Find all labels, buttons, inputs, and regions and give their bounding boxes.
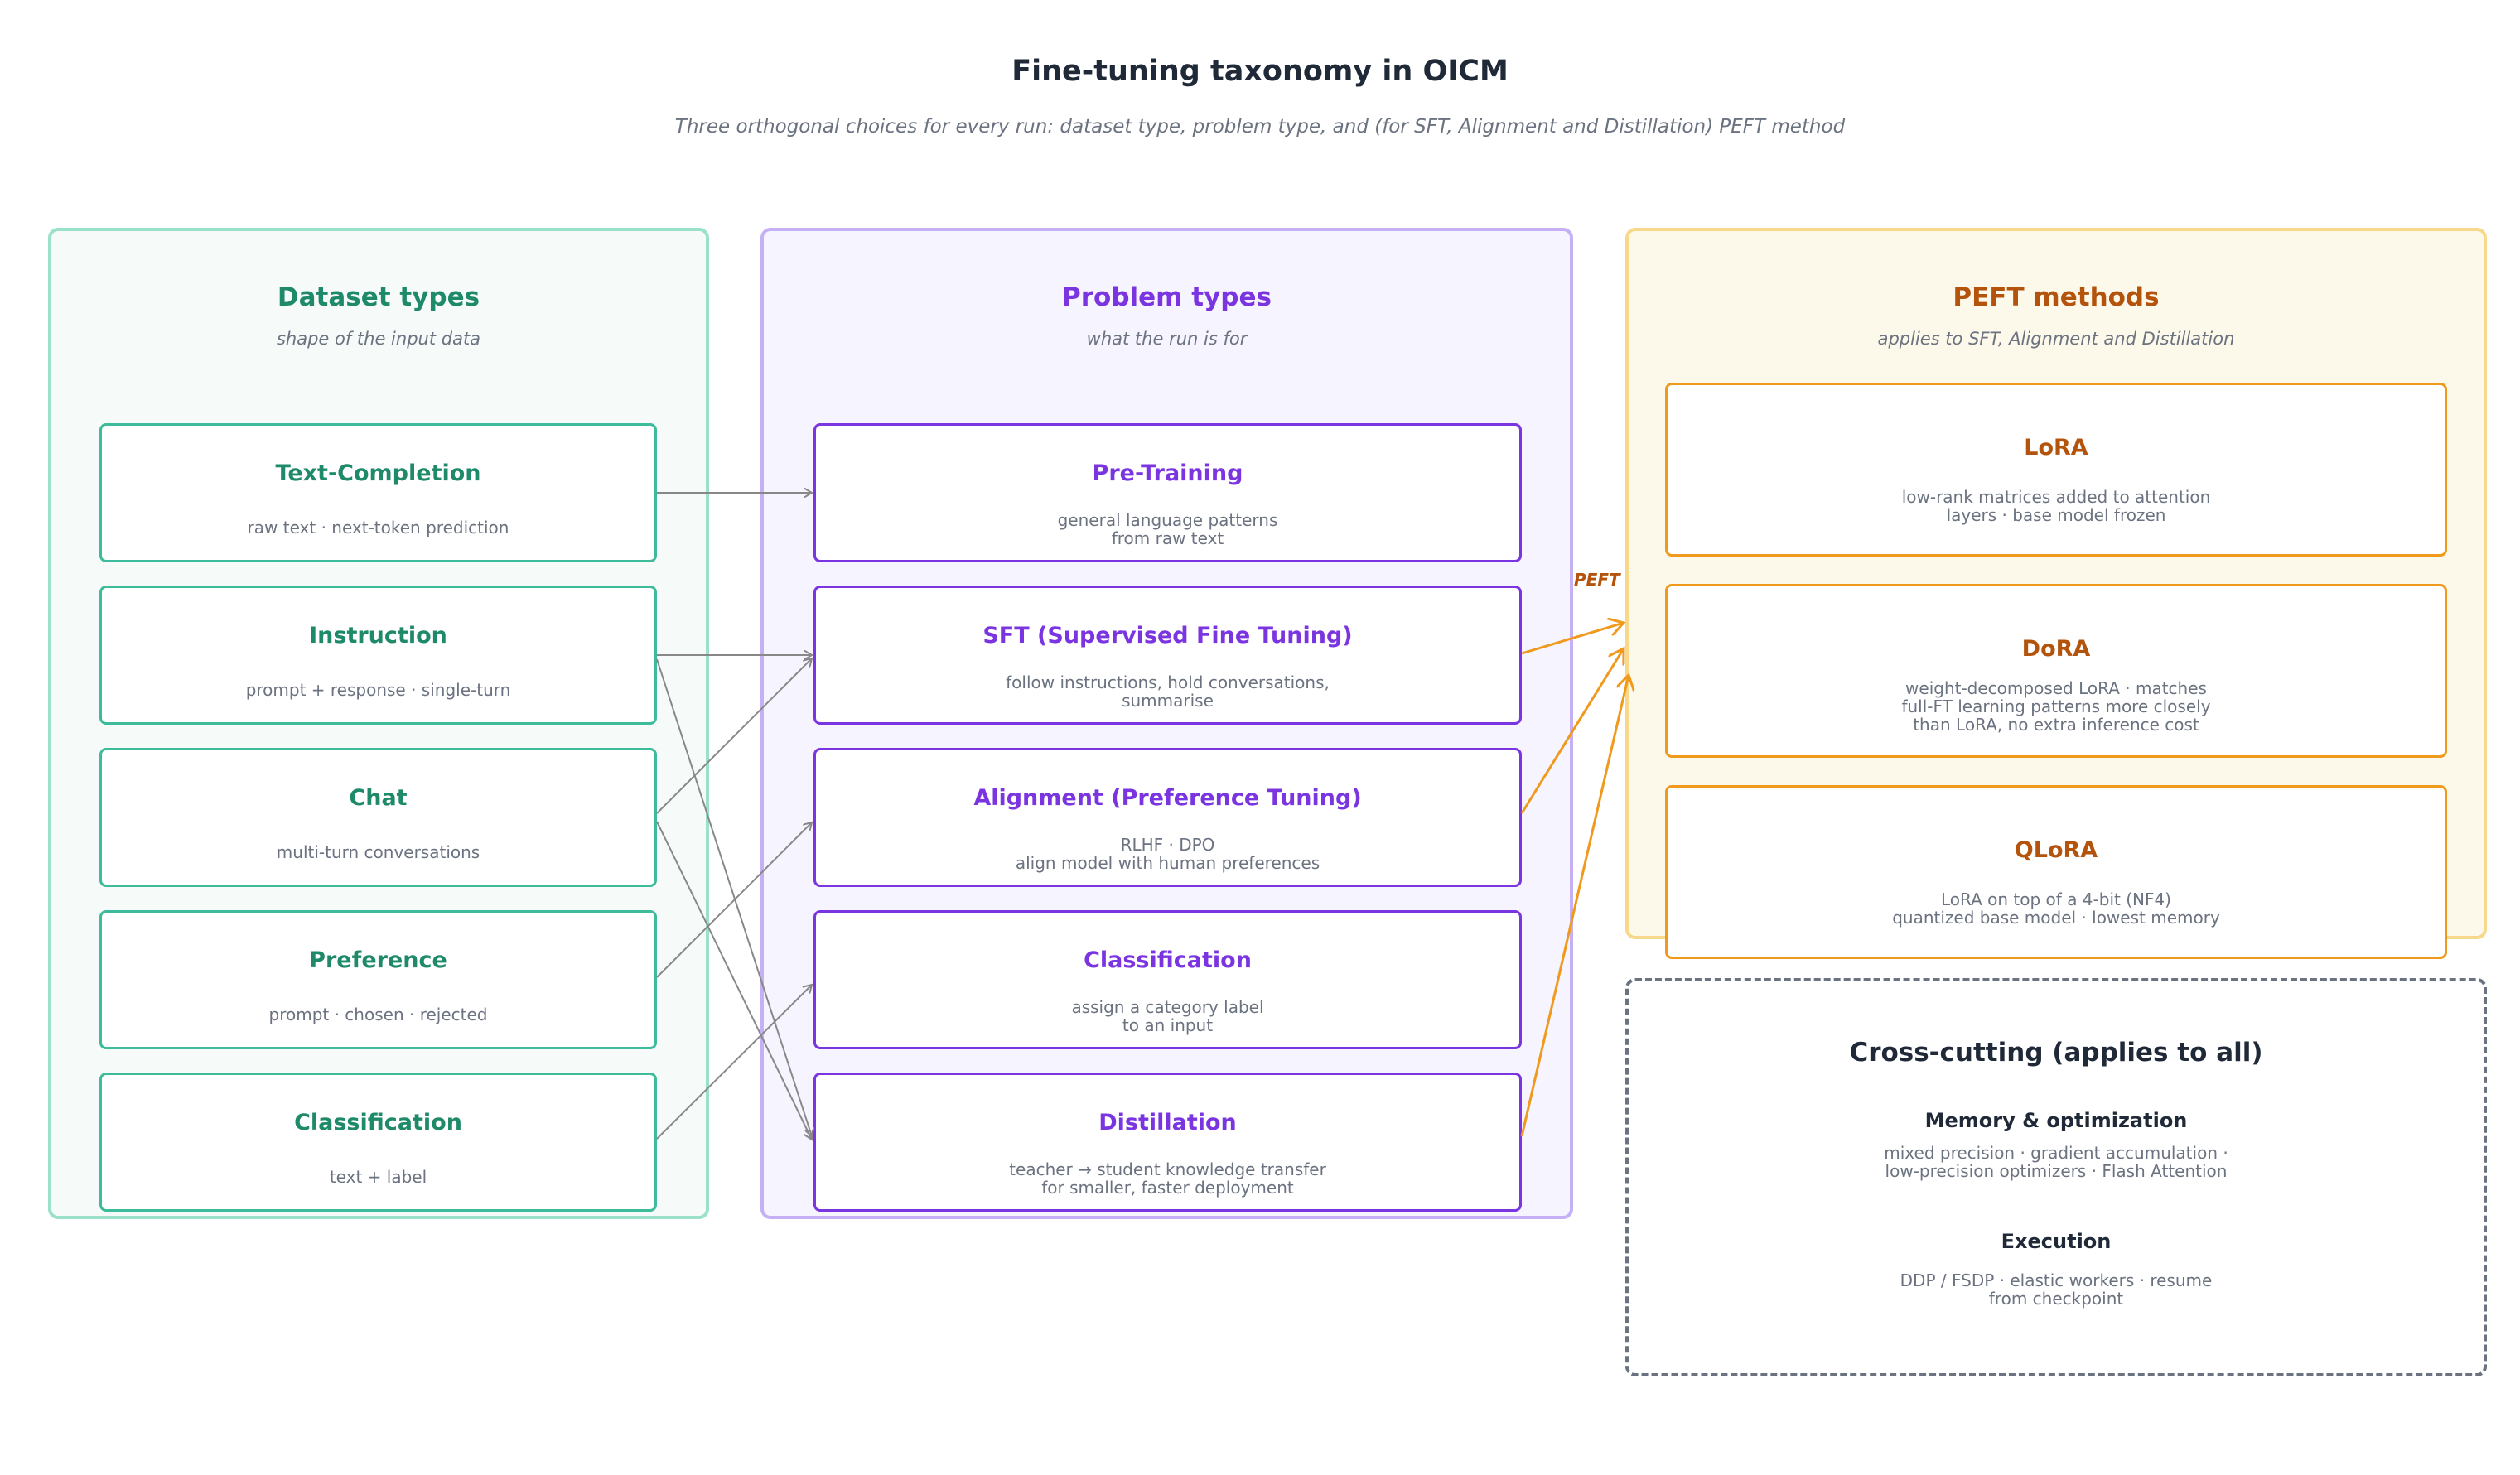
- problem-sft[interactable]: SFT (Supervised Fine Tuning) follow inst…: [813, 586, 1522, 725]
- box-desc-1: teacher → student knowledge transfer: [1009, 1159, 1326, 1179]
- peft-methods-title: PEFT methods: [1953, 282, 2160, 312]
- box-desc-2: for smaller, faster deployment: [1041, 1178, 1294, 1198]
- peft-lora[interactable]: LoRA low-rank matrices added to attentio…: [1665, 383, 2447, 557]
- box-desc-1: assign a category label: [1071, 997, 1264, 1017]
- box-title: Alignment (Preference Tuning): [973, 785, 1362, 811]
- box-desc: text + label: [329, 1167, 427, 1187]
- problem-classification[interactable]: Classification assign a category label t…: [813, 910, 1522, 1049]
- box-desc: multi-turn conversations: [276, 842, 480, 862]
- box-desc: prompt + response · single-turn: [245, 680, 511, 700]
- dataset-text-completion[interactable]: Text-Completion raw text · next-token pr…: [99, 423, 657, 562]
- box-title: Pre-Training: [1092, 460, 1243, 486]
- arrow-classification-to-classification: [656, 985, 812, 1140]
- box-desc-2: summarise: [1122, 691, 1214, 711]
- execution-title: Execution: [2001, 1230, 2112, 1253]
- arrow-preference-to-alignment: [656, 822, 812, 978]
- arrow-sft-to-peft: [1521, 623, 1624, 655]
- box-desc-2: to an input: [1122, 1015, 1214, 1035]
- dataset-preference[interactable]: Preference prompt · chosen · rejected: [99, 910, 657, 1049]
- box-title: Classification: [1084, 947, 1252, 973]
- memory-optimization-desc-1: mixed precision · gradient accumulation …: [1884, 1143, 2228, 1163]
- execution-desc-1: DDP / FSDP · elastic workers · resume: [1900, 1270, 2213, 1290]
- box-desc-2: layers · base model frozen: [1946, 505, 2166, 525]
- arrow-chat-to-distillation: [656, 821, 812, 1140]
- peft-qlora[interactable]: QLoRA LoRA on top of a 4-bit (NF4) quant…: [1665, 785, 2447, 959]
- box-desc-3: than LoRA, no extra inference cost: [1913, 715, 2199, 735]
- cross-cutting-title: Cross-cutting (applies to all): [1849, 1038, 2263, 1068]
- box-desc-1: weight-decomposed LoRA · matches: [1905, 678, 2207, 698]
- box-desc-2: quantized base model · lowest memory: [1892, 908, 2220, 928]
- dataset-types-subtitle: shape of the input data: [276, 329, 481, 349]
- arrow-distillation-to-peft: [1520, 675, 1629, 1137]
- box-desc: raw text · next-token prediction: [247, 518, 509, 537]
- dataset-classification[interactable]: Classification text + label: [99, 1073, 657, 1212]
- box-title: Text-Completion: [275, 460, 481, 486]
- box-desc-2: from raw text: [1111, 528, 1224, 548]
- box-title: Classification: [294, 1110, 462, 1135]
- box-desc-1: general language patterns: [1057, 510, 1278, 530]
- problem-alignment[interactable]: Alignment (Preference Tuning) RLHF · DPO…: [813, 748, 1522, 887]
- arrow-alignment-to-peft: [1520, 648, 1624, 814]
- peft-arrow-label: PEFT: [1574, 570, 1620, 590]
- box-desc-2: full-FT learning patterns more closely: [1901, 697, 2211, 716]
- execution-desc-2: from checkpoint: [1988, 1289, 2124, 1309]
- arrow-chat-to-sft: [656, 658, 812, 814]
- problem-types-title: Problem types: [1062, 282, 1272, 312]
- box-desc-1: follow instructions, hold conversations,: [1006, 672, 1330, 692]
- box-title: LoRA: [2024, 435, 2088, 460]
- box-title: Chat: [349, 785, 408, 811]
- box-title: SFT (Supervised Fine Tuning): [982, 623, 1353, 648]
- problem-pre-training[interactable]: Pre-Training general language patterns f…: [813, 423, 1522, 562]
- box-title: DoRA: [2021, 636, 2091, 662]
- arrow-instruction-to-distillation: [656, 658, 812, 1136]
- box-desc-1: low-rank matrices added to attention: [1901, 487, 2211, 507]
- box-desc-1: RLHF · DPO: [1120, 835, 1215, 855]
- dataset-instruction[interactable]: Instruction prompt + response · single-t…: [99, 586, 657, 725]
- page-subtitle: Three orthogonal choices for every run: …: [674, 116, 1846, 137]
- box-desc: prompt · chosen · rejected: [268, 1005, 488, 1024]
- box-title: Preference: [309, 947, 447, 973]
- memory-optimization-title: Memory & optimization: [1924, 1109, 2188, 1132]
- memory-optimization-desc-2: low-precision optimizers · Flash Attenti…: [1885, 1161, 2228, 1181]
- problem-distillation[interactable]: Distillation teacher → student knowledge…: [813, 1073, 1522, 1212]
- box-desc-2: align model with human preferences: [1015, 853, 1320, 873]
- dataset-chat[interactable]: Chat multi-turn conversations: [99, 748, 657, 887]
- peft-methods-subtitle: applies to SFT, Alignment and Distillati…: [1877, 329, 2235, 349]
- box-desc-1: LoRA on top of a 4-bit (NF4): [1941, 889, 2171, 909]
- box-title: Distillation: [1098, 1110, 1237, 1135]
- peft-dora[interactable]: DoRA weight-decomposed LoRA · matches fu…: [1665, 584, 2447, 758]
- dataset-types-title: Dataset types: [277, 282, 480, 312]
- box-title: Instruction: [309, 623, 447, 648]
- box-title: QLoRA: [2014, 837, 2098, 863]
- problem-types-subtitle: what the run is for: [1086, 329, 1248, 349]
- cross-cutting-panel: Cross-cutting (applies to all) Memory & …: [1625, 978, 2487, 1376]
- page-title: Fine-tuning taxonomy in OICM: [1011, 55, 1509, 88]
